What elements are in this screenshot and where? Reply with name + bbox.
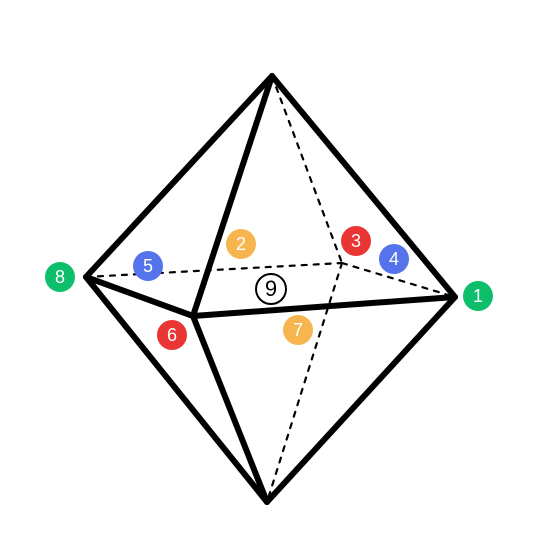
label-6-badge: 6	[157, 320, 187, 350]
edge-right-bottom	[264, 294, 458, 505]
edge-top-right	[269, 73, 458, 300]
hidden-edge-back-bottom	[265, 261, 344, 504]
label-2-badge: 2	[226, 229, 256, 259]
hidden-edge-left-back	[84, 261, 344, 279]
edge-top-front	[190, 73, 275, 319]
edge-front-right	[190, 294, 458, 319]
edge-top-left	[83, 73, 275, 280]
label-9-circled: 9	[255, 273, 287, 305]
label-1-badge: 1	[463, 281, 493, 311]
hidden-edge-top-back	[270, 74, 344, 265]
label-5-badge: 5	[133, 251, 163, 281]
hidden-edge-back-right	[340, 261, 457, 299]
edge-left-bottom	[83, 274, 270, 505]
edge-front-bottom	[190, 313, 270, 505]
label-7-badge: 7	[283, 315, 313, 345]
label-4-badge: 4	[379, 244, 409, 274]
label-8-badge: 8	[45, 262, 75, 292]
edge-left-front	[83, 274, 196, 319]
label-3-badge: 3	[341, 226, 371, 256]
